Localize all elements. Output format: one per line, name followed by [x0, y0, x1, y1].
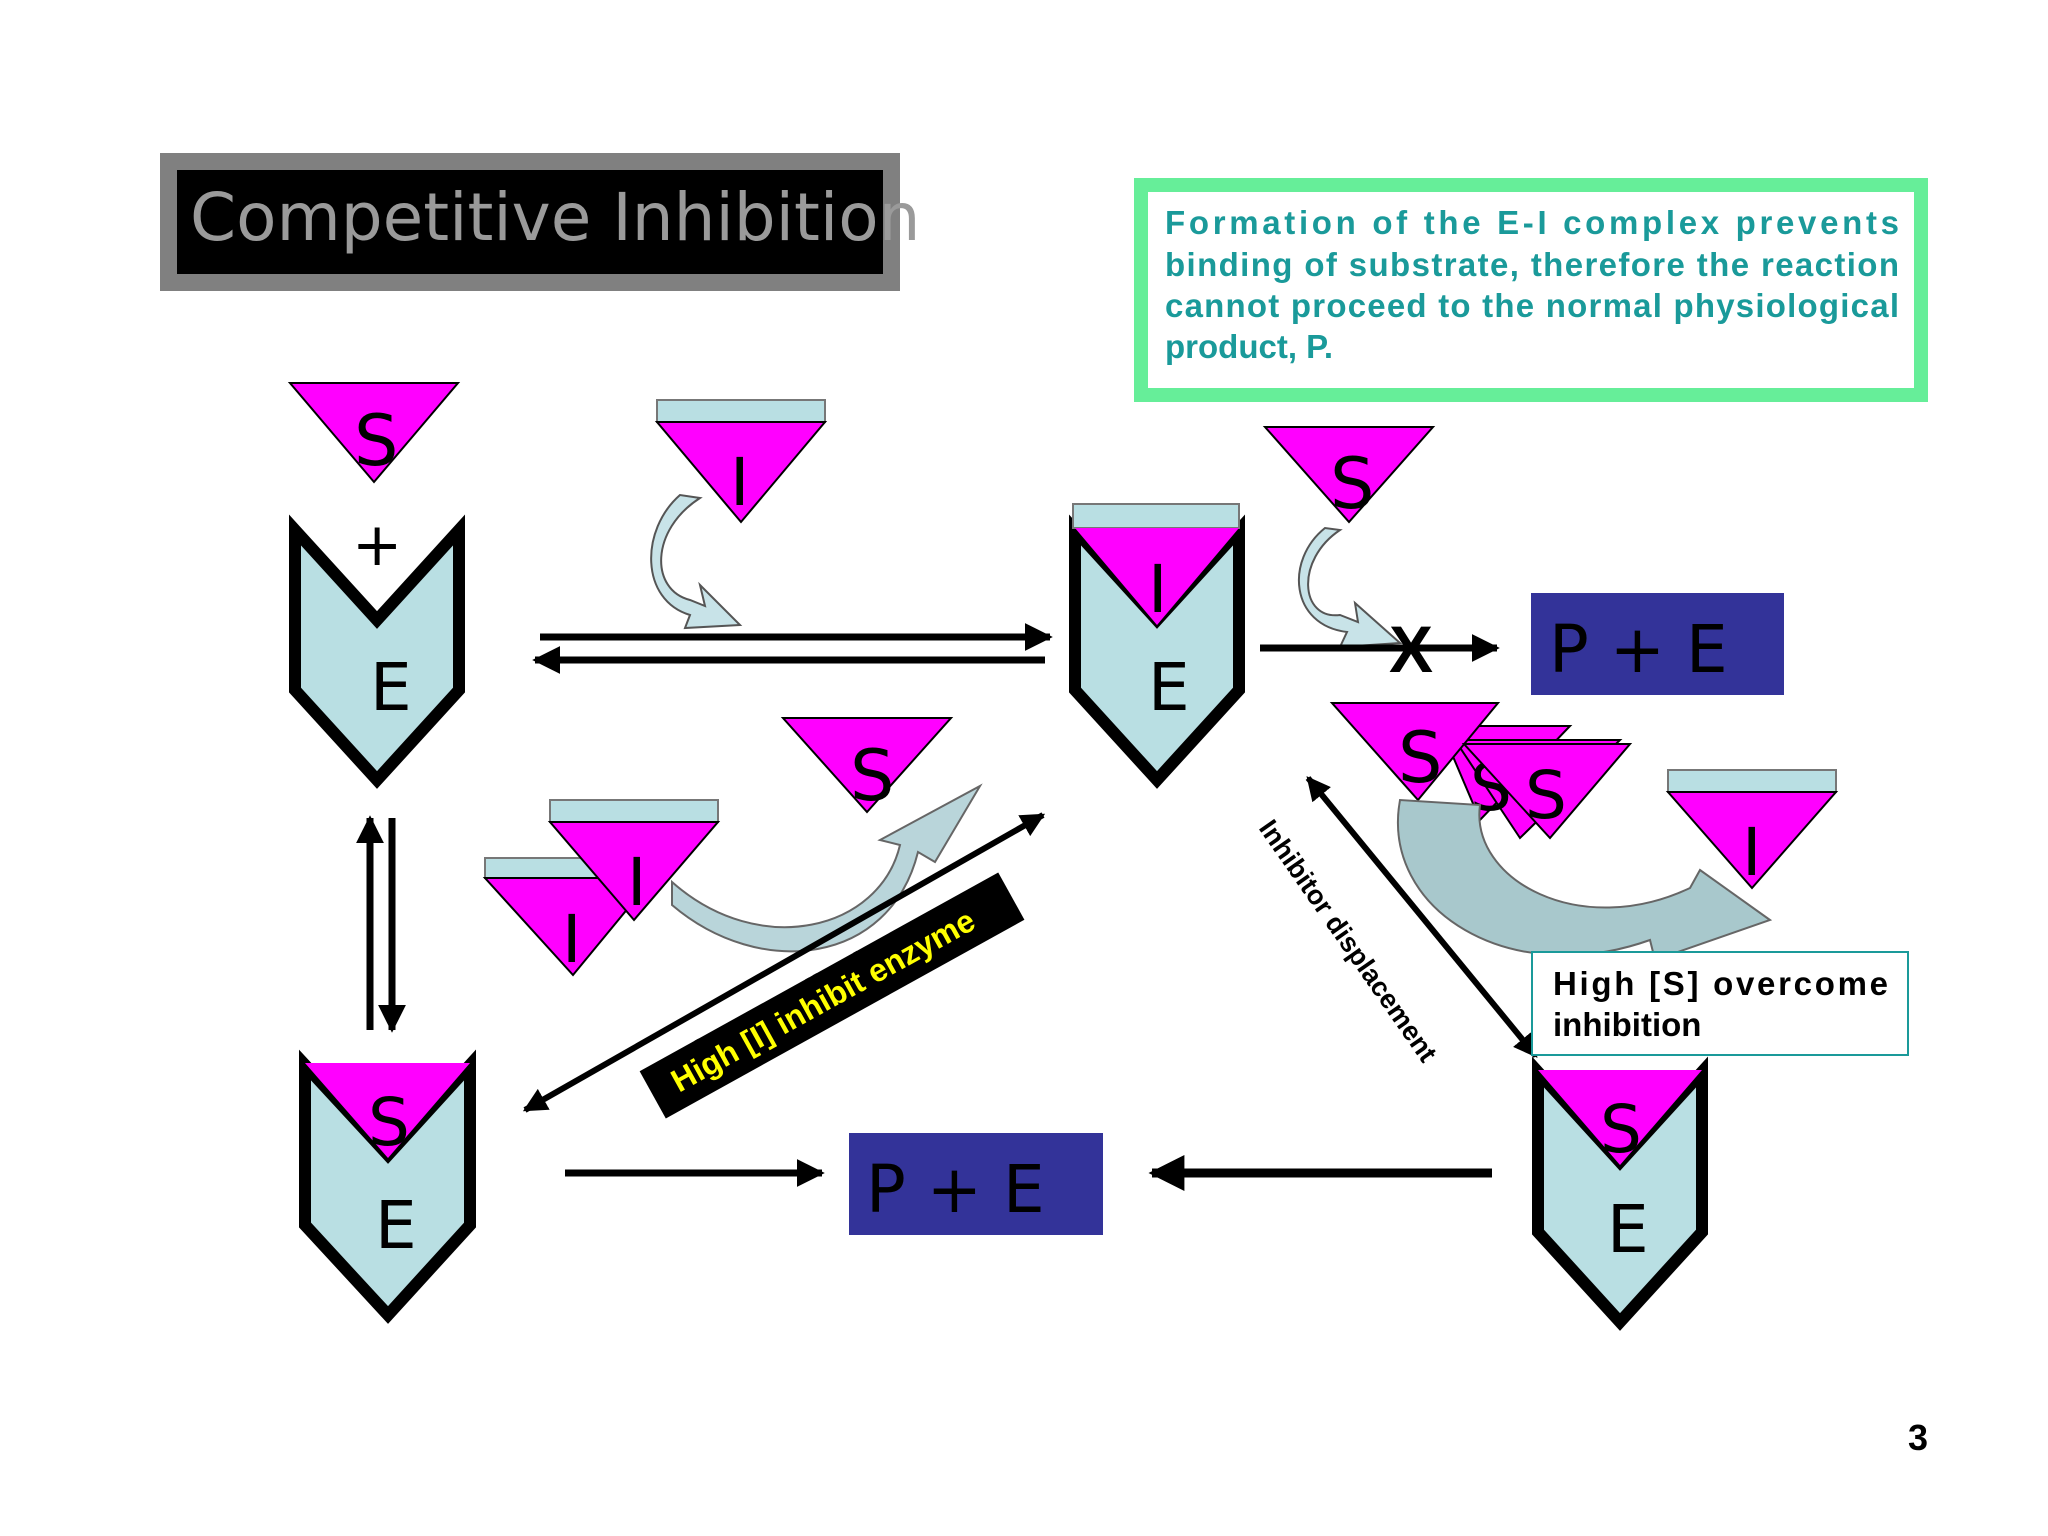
substrate-label: S [1525, 757, 1567, 834]
enzyme-substrate-complex-left: S E [299, 1049, 476, 1324]
substrate-label: S [1398, 717, 1442, 799]
substrate-label: S [354, 400, 398, 482]
product-label-top: P + E [1549, 611, 1728, 688]
inhibitor-displacement-arrow [1305, 776, 1539, 1058]
complex-enzyme-label: E [1148, 649, 1190, 726]
complex-substrate-label: S [368, 1084, 410, 1161]
product-label-bottom: P + E [866, 1151, 1045, 1228]
inhibitor-label: I [730, 444, 749, 521]
product-box-bottom: P + E [849, 1133, 1103, 1235]
plus-sign: + [352, 510, 402, 580]
title-block: Competitive Inhibition [160, 153, 920, 291]
complex-substrate-label: S [1600, 1091, 1642, 1168]
inhibitor-label: I [627, 844, 646, 921]
enzyme-free: E [289, 514, 465, 789]
inhibitor-label: I [1742, 814, 1761, 891]
info-text-line-3: cannot proceed to the normal physiologic… [1165, 287, 1899, 324]
high-s-text-line-1: High [S] overcome [1553, 965, 1888, 1002]
page-number: 3 [1908, 1417, 1928, 1458]
high-s-box: High [S] overcome inhibition [1531, 951, 1909, 1056]
enzyme-inhibitor-complex: I E [1069, 503, 1245, 789]
inhibitor-top: I [654, 399, 828, 524]
blocked-x-mark: X [1389, 612, 1433, 686]
substrate-top-left: S [287, 382, 461, 484]
page-title: Competitive Inhibition [190, 179, 920, 256]
info-text-line-4: product, P. [1165, 328, 1333, 365]
info-text-line-1: Formation of the E-I complex prevents [1165, 204, 1899, 241]
substrate-middle: S [780, 717, 954, 817]
substrate-label: S [850, 735, 894, 817]
high-s-text-line-2: inhibition [1553, 1006, 1701, 1043]
enzyme-label: E [370, 649, 412, 726]
substrate-top-right: S [1262, 426, 1436, 525]
inhibitor-right: I [1665, 769, 1839, 891]
info-box: Formation of the E-I complex prevents bi… [1134, 178, 1928, 402]
substrate-label: S [1330, 443, 1374, 525]
info-text-line-2: binding of substrate, therefore the reac… [1165, 246, 1899, 283]
complex-inhibitor-label: I [1148, 551, 1167, 628]
product-box-top: P + E [1531, 593, 1784, 695]
enzyme-substrate-complex-right: S E [1532, 1056, 1708, 1331]
curved-arrow-inhibitor-binding [650, 493, 743, 630]
complex-enzyme-label: E [1607, 1191, 1649, 1268]
inhibitor-label: I [562, 901, 581, 978]
complex-enzyme-label: E [375, 1187, 417, 1264]
curved-arrow-blocked-substrate [1297, 526, 1403, 649]
substrate-displacement-arrow [522, 812, 1046, 1113]
